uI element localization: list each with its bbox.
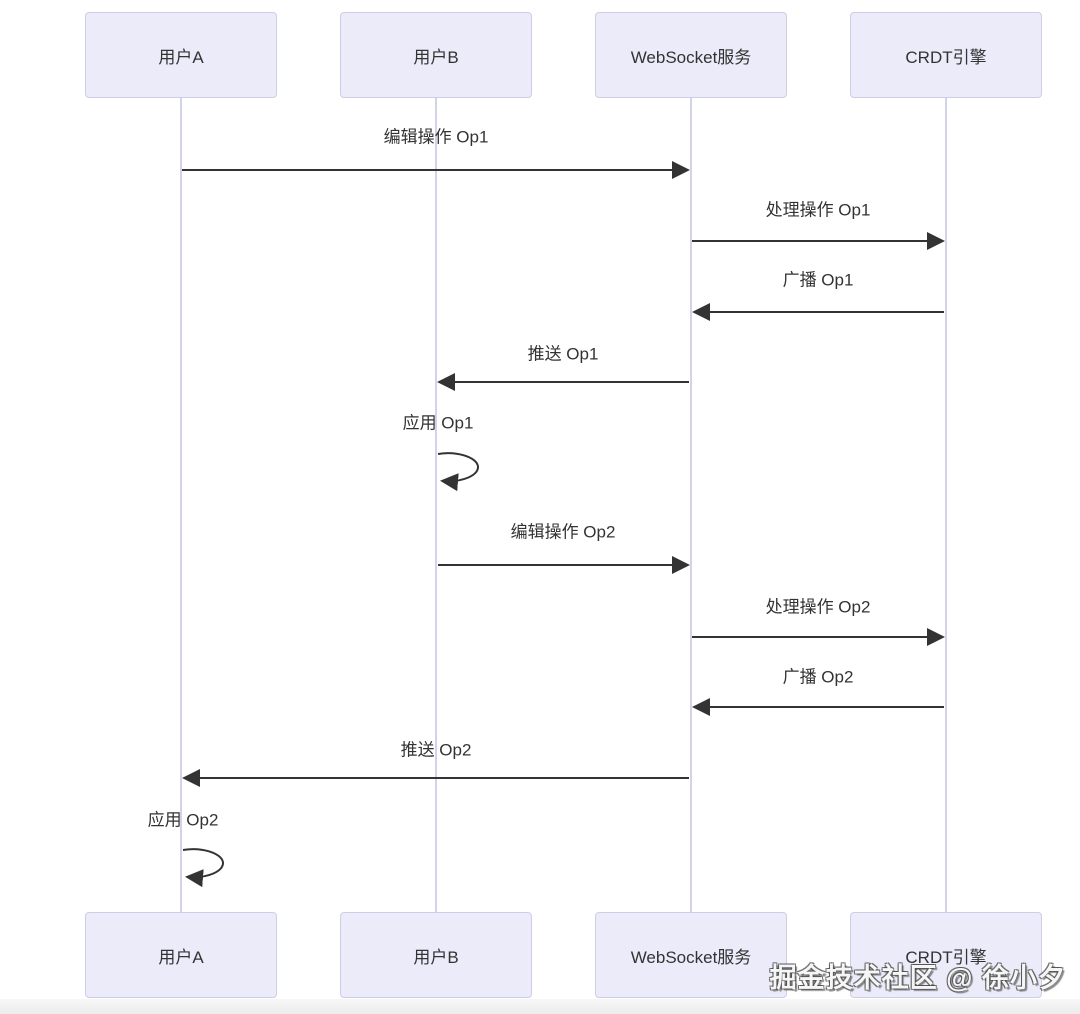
message-label-apply-op2: 应用 Op2: [147, 810, 219, 830]
participant-label: CRDT引擎: [905, 947, 987, 967]
participant-user-a-top: 用户A: [85, 12, 277, 98]
bottom-gradient-band: [0, 999, 1080, 1014]
participant-label: 用户A: [158, 47, 204, 67]
participant-crdt-top: CRDT引擎: [850, 12, 1042, 98]
participant-label: CRDT引擎: [905, 47, 987, 67]
participant-user-b-bottom: 用户B: [340, 912, 532, 998]
message-label-broadcast-op2: 广播 Op2: [782, 667, 854, 687]
participant-websocket-top: WebSocket服务: [595, 12, 787, 98]
message-label-process-op1: 处理操作 Op1: [765, 200, 871, 220]
participant-label: 用户B: [413, 47, 459, 67]
watermark: 掘金技术社区 @ 徐小夕: [769, 963, 1066, 993]
participant-websocket-bottom: WebSocket服务: [595, 912, 787, 998]
message-label-edit-op1: 编辑操作 Op1: [383, 127, 489, 147]
participant-label: WebSocket服务: [630, 947, 752, 967]
participant-label: 用户A: [158, 947, 204, 967]
participant-user-a-bottom: 用户A: [85, 912, 277, 998]
participant-user-b-top: 用户B: [340, 12, 532, 98]
message-label-push-op1: 推送 Op1: [527, 344, 599, 364]
participant-label: 用户B: [413, 947, 459, 967]
participant-crdt-bottom: CRDT引擎: [850, 912, 1042, 998]
self-loop-apply-op1: [437, 452, 479, 492]
message-label-push-op2: 推送 Op2: [400, 740, 472, 760]
self-loop-apply-op2: [182, 848, 224, 888]
message-label-edit-op2: 编辑操作 Op2: [510, 522, 616, 542]
message-label-apply-op1: 应用 Op1: [402, 413, 474, 433]
message-label-broadcast-op1: 广播 Op1: [782, 270, 854, 290]
participant-label: WebSocket服务: [630, 47, 752, 67]
message-label-process-op2: 处理操作 Op2: [765, 597, 871, 617]
